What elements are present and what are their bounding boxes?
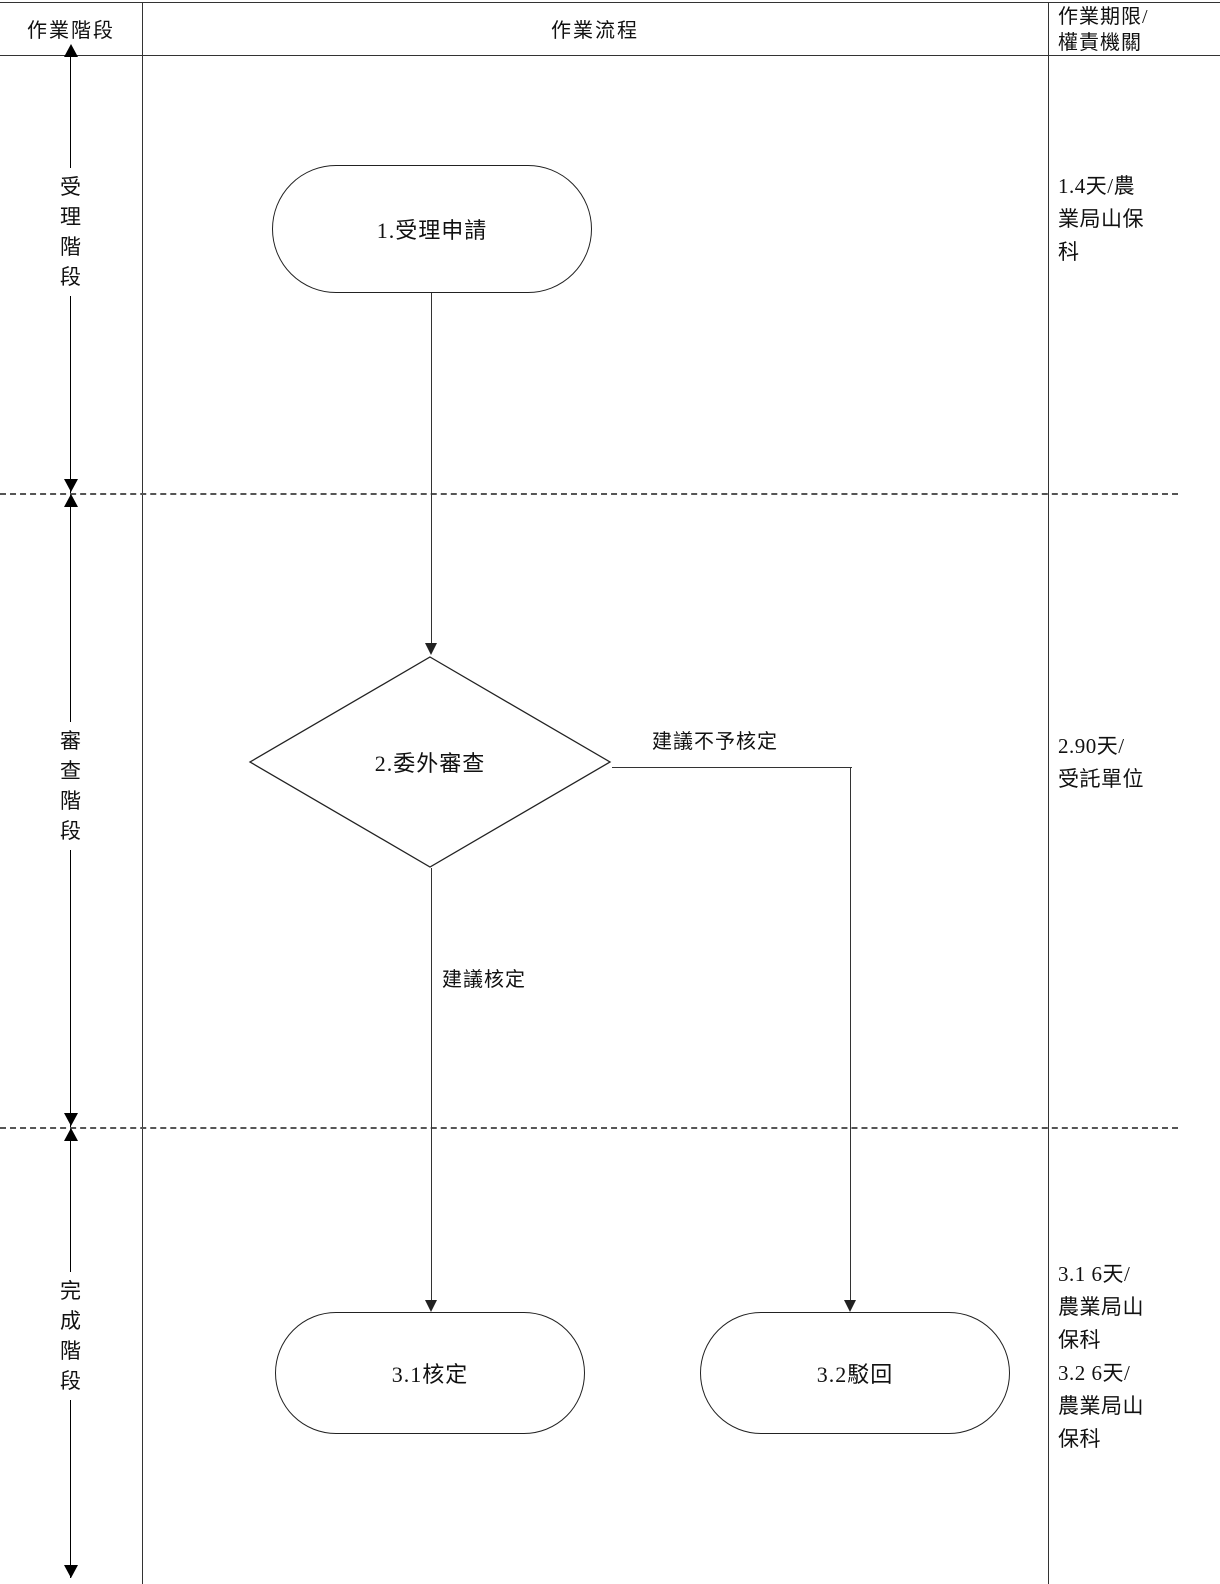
stage-divider-2-arrow-up — [64, 1128, 78, 1141]
connector-n1-to-n2 — [431, 292, 432, 644]
dept-note-stage3-line-0: 3.1 6天/ — [1058, 1262, 1131, 1286]
dept-note-stage3-line-4: 農業局山 — [1058, 1394, 1144, 1418]
stage-divider-1-arrow-down — [64, 479, 78, 492]
node-reject[interactable]: 3.2駁回 — [700, 1312, 1010, 1434]
connector-n1-to-n2-arrow — [425, 643, 437, 655]
connector-n2-to-n32-horizontal — [612, 767, 852, 768]
header-dept-line2: 權責機關 — [1058, 32, 1142, 54]
connector-n2-to-n31 — [431, 868, 432, 1308]
header-stage-column: 作業階段 — [27, 20, 115, 42]
stage-label-review-char-3: 段 — [60, 819, 82, 843]
stage-divider-1 — [0, 493, 1178, 495]
dept-note-stage3: 3.1 6天/ 農業局山 保科 3.2 6天/ 農業局山 保科 — [1058, 1258, 1216, 1456]
dept-note-stage2-line-1: 受託單位 — [1058, 767, 1144, 791]
stage-label-intake: 受 理 階 段 — [48, 168, 94, 296]
dept-note-stage1-line-2: 科 — [1058, 240, 1080, 264]
stage-label-intake-char-1: 理 — [60, 205, 82, 229]
node-receive-application[interactable]: 1.受理申請 — [272, 165, 592, 293]
stage-label-review-char-2: 階 — [60, 789, 82, 813]
dept-note-stage3-line-3: 3.2 6天/ — [1058, 1361, 1131, 1385]
stage-divider-2-arrows — [64, 1113, 78, 1141]
stage-label-review-char-0: 審 — [60, 729, 82, 753]
node-outsourced-review-label: 2.委外審查 — [374, 751, 486, 776]
stage-label-review-char-1: 查 — [60, 759, 82, 783]
stage-label-complete: 完 成 階 段 — [48, 1272, 94, 1400]
stage-divider-1-arrows — [64, 479, 78, 507]
node-outsourced-review[interactable]: 2.委外審查 — [248, 655, 612, 869]
diamond-shape — [248, 656, 612, 868]
dept-note-stage2-line-0: 2.90天/ — [1058, 734, 1125, 758]
header-dept-column: 作業期限/ 權責機關 — [1052, 4, 1220, 56]
stage-axis-top-arrow — [64, 44, 78, 57]
stage-divider-2-arrow-down — [64, 1113, 78, 1126]
connector-n2-to-n31-arrow — [425, 1300, 437, 1312]
stage-label-complete-char-1: 成 — [60, 1309, 82, 1333]
connector-n2-to-n32-arrow — [844, 1300, 856, 1312]
dept-note-stage3-line-5: 保科 — [1058, 1427, 1101, 1451]
stage-label-complete-char-2: 階 — [60, 1339, 82, 1363]
stage-label-intake-char-2: 階 — [60, 235, 82, 259]
header-bottom-rule — [0, 55, 1220, 56]
edge-label-reject: 建議不予核定 — [650, 725, 780, 754]
stage-label-intake-char-3: 段 — [60, 265, 82, 289]
header-flow-column: 作業流程 — [551, 20, 639, 42]
stage-axis-bottom-arrow — [64, 1565, 78, 1578]
stage-label-intake-char-0: 受 — [60, 175, 82, 199]
dept-column-divider — [1048, 2, 1049, 1584]
stage-label-review: 審 查 階 段 — [48, 722, 94, 850]
dept-note-stage1: 1.4天/農 業局山保 科 — [1058, 170, 1216, 269]
dept-note-stage2: 2.90天/ 受託單位 — [1058, 730, 1216, 796]
stage-label-complete-char-3: 段 — [60, 1369, 82, 1393]
node-approve[interactable]: 3.1核定 — [275, 1312, 585, 1434]
stage-label-complete-char-0: 完 — [60, 1279, 82, 1303]
edge-label-approve: 建議核定 — [440, 963, 528, 992]
dept-note-stage3-line-1: 農業局山 — [1058, 1295, 1144, 1319]
dept-note-stage3-line-2: 保科 — [1058, 1328, 1101, 1352]
dept-note-stage1-line-1: 業局山保 — [1058, 207, 1144, 231]
stage-column-divider — [142, 2, 143, 1584]
stage-divider-2 — [0, 1127, 1178, 1129]
header-dept-line1: 作業期限/ — [1058, 6, 1149, 28]
stage-divider-1-arrow-up — [64, 494, 78, 507]
dept-note-stage1-line-0: 1.4天/農 — [1058, 174, 1136, 198]
header-top-rule — [0, 2, 1220, 3]
connector-n2-to-n32-vertical — [850, 767, 851, 1308]
